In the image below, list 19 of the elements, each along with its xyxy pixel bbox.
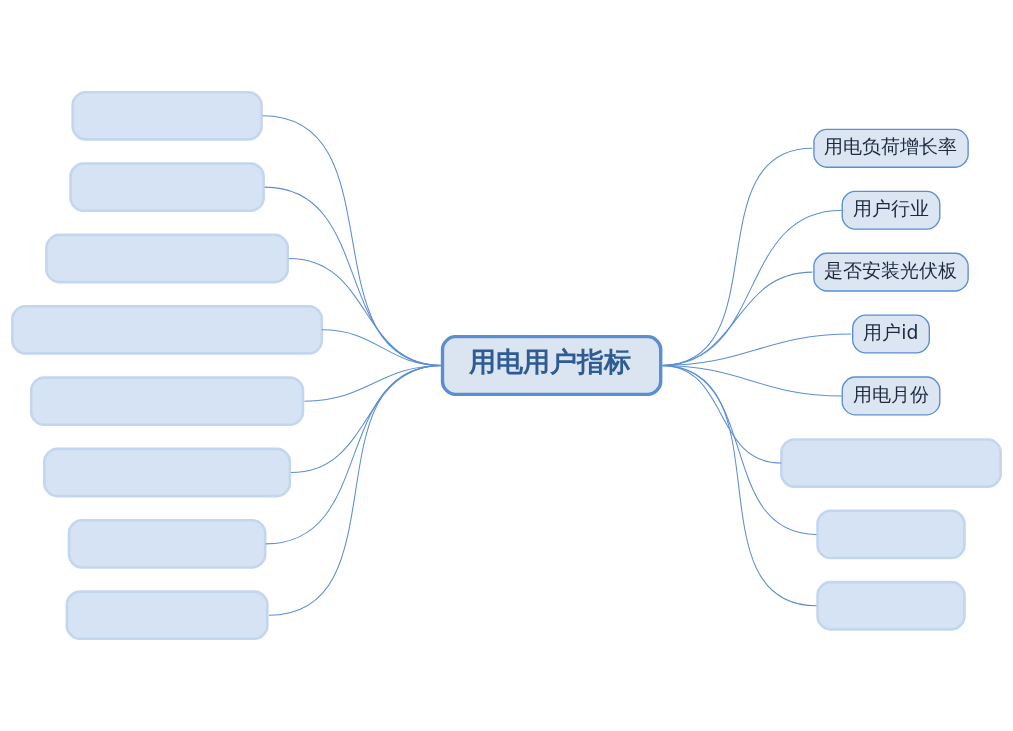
node-box: 用电用户指标 bbox=[440, 334, 663, 397]
node-box: 用电月份 bbox=[841, 376, 941, 416]
node-box bbox=[43, 447, 292, 498]
node-box bbox=[67, 518, 267, 569]
node-box bbox=[816, 509, 966, 560]
connector bbox=[268, 364, 444, 616]
node-box: 用电负荷增长率 bbox=[813, 128, 969, 168]
node-box bbox=[71, 90, 263, 141]
node-box: 用户id bbox=[852, 314, 930, 354]
node-box bbox=[45, 233, 290, 284]
node-box bbox=[780, 438, 1002, 488]
connector bbox=[660, 364, 818, 607]
node-box bbox=[29, 376, 305, 427]
node-box: 是否安装光伏板 bbox=[813, 252, 969, 292]
node-box bbox=[11, 304, 324, 355]
node-box: 用户行业 bbox=[841, 190, 941, 230]
node-box bbox=[65, 590, 269, 641]
node-box bbox=[69, 162, 265, 213]
node-box bbox=[816, 580, 966, 631]
